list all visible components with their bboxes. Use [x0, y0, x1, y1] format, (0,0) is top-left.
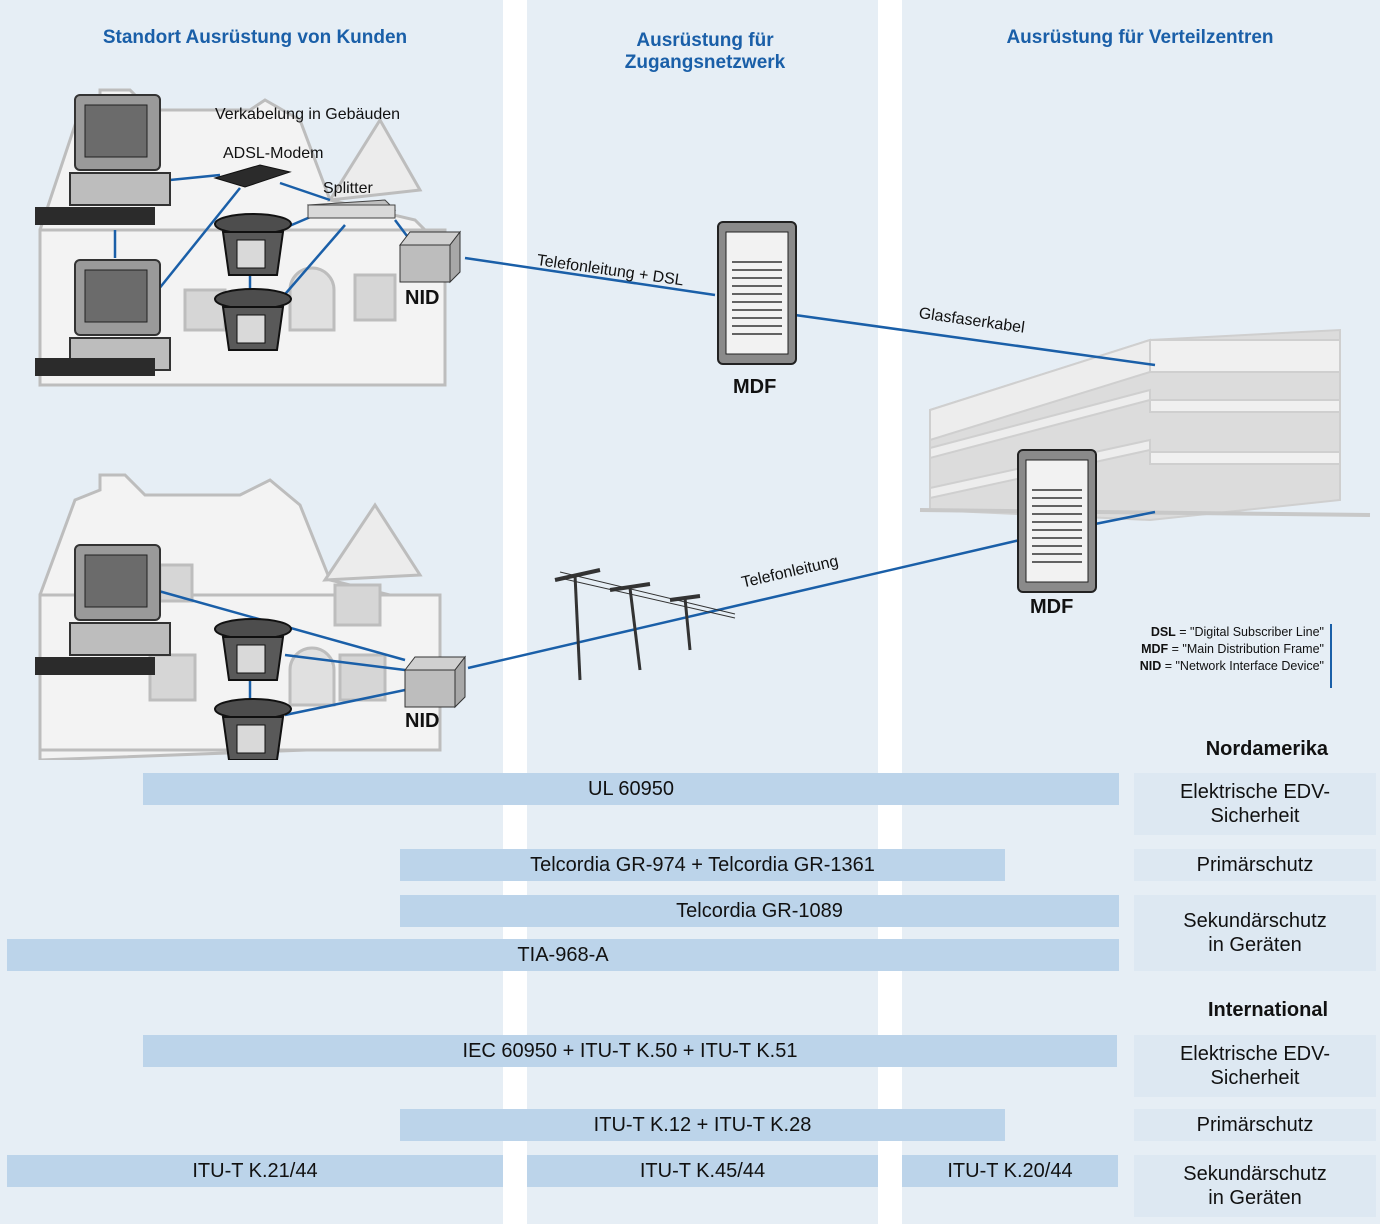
telephone-icon: [214, 618, 292, 681]
category-label: Primärschutz: [1134, 849, 1376, 881]
label-nid-bottom: NID: [405, 710, 440, 732]
column-heading-central: Ausrüstung für Verteilzentren: [1006, 27, 1274, 48]
standard-bar: ITU-T K.21/44: [7, 1155, 503, 1187]
abbreviation-legend: DSL = "Digital Subscriber Line" MDF = "M…: [1040, 624, 1332, 688]
standard-bar: ITU-T K.20/44: [902, 1155, 1118, 1187]
mdf-cabinet-icon: [1017, 449, 1097, 593]
splitter-icon: [306, 199, 397, 219]
computer-icon: [35, 544, 171, 675]
category-label: Elektrische EDV-Sicherheit: [1134, 773, 1376, 835]
computer-icon: [35, 259, 171, 376]
label-mdf-top: MDF: [733, 376, 777, 398]
label-cabling: Verkabelung in Gebäuden: [215, 106, 401, 123]
region-title-international: International: [1207, 999, 1328, 1021]
telephone-icon: [214, 213, 292, 276]
category-label: Elektrische EDV-Sicherheit: [1134, 1035, 1376, 1097]
standard-bar: UL 60950: [143, 773, 1119, 805]
standard-bar: IEC 60950 + ITU-T K.50 + ITU-T K.51: [143, 1035, 1117, 1067]
legend-row: NID = "Network Interface Device": [1139, 659, 1324, 673]
computer-icon: [35, 94, 171, 225]
legend-row: DSL = "Digital Subscriber Line": [1150, 625, 1324, 639]
label-splitter: Splitter: [323, 180, 373, 197]
category-label: Primärschutz: [1134, 1109, 1376, 1141]
mdf-cabinet-icon: [717, 221, 797, 365]
network-diagram: [35, 88, 1371, 760]
category-label: Sekundärschutz in Geräten: [1134, 1155, 1376, 1217]
telephone-icon: [214, 698, 292, 760]
adsl-modem-icon: [213, 164, 292, 188]
column-heading-access: Ausrüstung für Zugangsnetzwerk: [624, 30, 786, 73]
panel-central-office: [902, 0, 1380, 1224]
legend-row: MDF = "Main Distribution Frame": [1141, 642, 1324, 656]
column-heading-customer: Standort Ausrüstung von Kunden: [102, 27, 408, 48]
central-office-building-icon: [919, 328, 1371, 522]
standard-bar: ITU-T K.12 + ITU-T K.28: [400, 1109, 1005, 1141]
telephone-icon: [214, 288, 292, 351]
standard-bar: ITU-T K.45/44: [527, 1155, 878, 1187]
nid-box-icon: [403, 655, 467, 709]
region-title-north-america: Nordamerika: [1205, 738, 1328, 760]
standard-bar: Telcordia GR-974 + Telcordia GR-1361: [400, 849, 1005, 881]
label-nid-top: NID: [405, 287, 440, 309]
label-mdf-bottom: MDF: [1030, 596, 1074, 618]
telephone-poles-icon: [554, 568, 736, 681]
nid-box-icon: [398, 230, 462, 284]
category-label: Sekundärschutz in Geräten: [1134, 895, 1376, 971]
label-adsl-modem: ADSL-Modem: [223, 145, 324, 162]
standard-bar: Telcordia GR-1089: [400, 895, 1119, 927]
panel-access-network: [527, 0, 878, 1224]
standard-bar: TIA-968-A: [7, 939, 1119, 971]
